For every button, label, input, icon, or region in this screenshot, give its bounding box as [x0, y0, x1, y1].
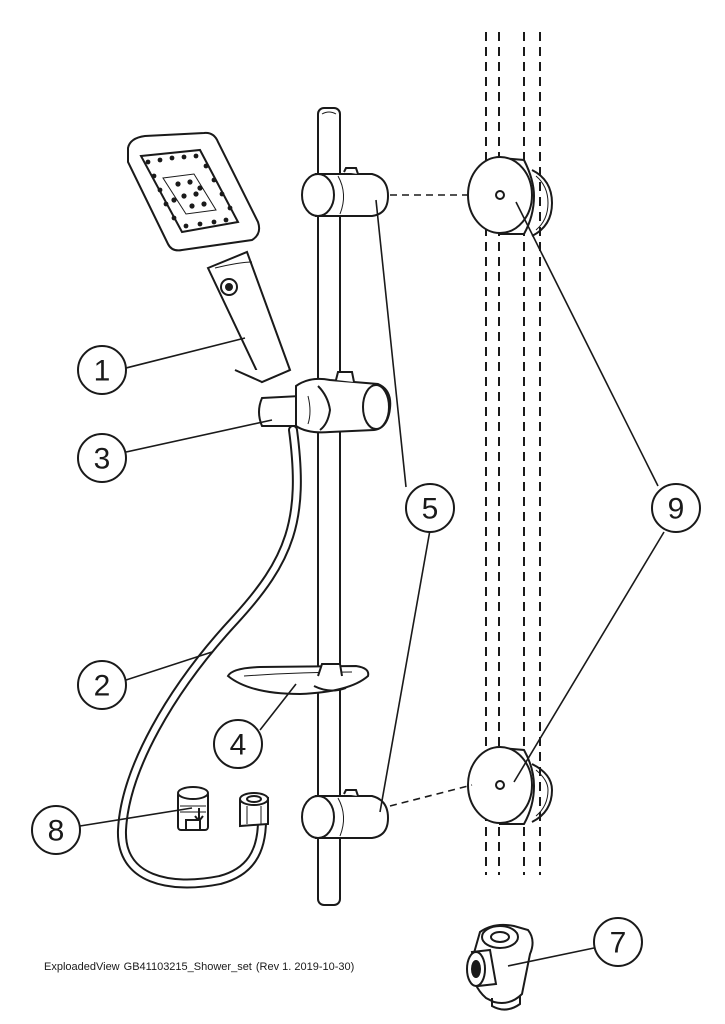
diverter-connector [466, 923, 534, 1011]
spray-nozzles [145, 153, 233, 229]
hand-shower [127, 131, 292, 384]
hose-adapter [177, 786, 209, 831]
lower-rail-clamp [301, 789, 390, 839]
slide-rail [317, 107, 341, 906]
callout-3-label: 3 [94, 443, 111, 476]
hose-nut [239, 792, 269, 828]
upper-wall-mount [467, 156, 554, 237]
callout-3: 3 [77, 433, 127, 483]
lower-wall-mount [467, 746, 554, 825]
callout-5-label: 5 [422, 493, 439, 526]
shower-holder [258, 371, 392, 434]
caption-revision: (Rev 1. 2019-10-30) [255, 961, 355, 973]
hose [116, 425, 302, 889]
callout-4-label: 4 [230, 729, 247, 762]
callout-7: 7 [593, 917, 643, 967]
callout-5: 5 [405, 483, 455, 533]
callout-8: 8 [31, 805, 81, 855]
soap-dish [226, 663, 370, 696]
callout-7-label: 7 [610, 927, 627, 960]
callout-4: 4 [213, 719, 263, 769]
callout-9-label: 9 [668, 493, 685, 526]
caption-product-code: GB41103215_Shower_set [123, 961, 252, 973]
leader-lines [79, 199, 665, 967]
upper-rail-clamp [301, 167, 390, 217]
mount-alignment-lines [389, 194, 473, 807]
callout-2-label: 2 [94, 670, 111, 703]
callout-8-label: 8 [48, 815, 65, 848]
callout-9: 9 [651, 483, 701, 533]
callout-1: 1 [77, 345, 127, 395]
callout-2: 2 [77, 660, 127, 710]
caption-view: ExploadedView [44, 961, 120, 973]
callout-1-label: 1 [94, 355, 111, 388]
